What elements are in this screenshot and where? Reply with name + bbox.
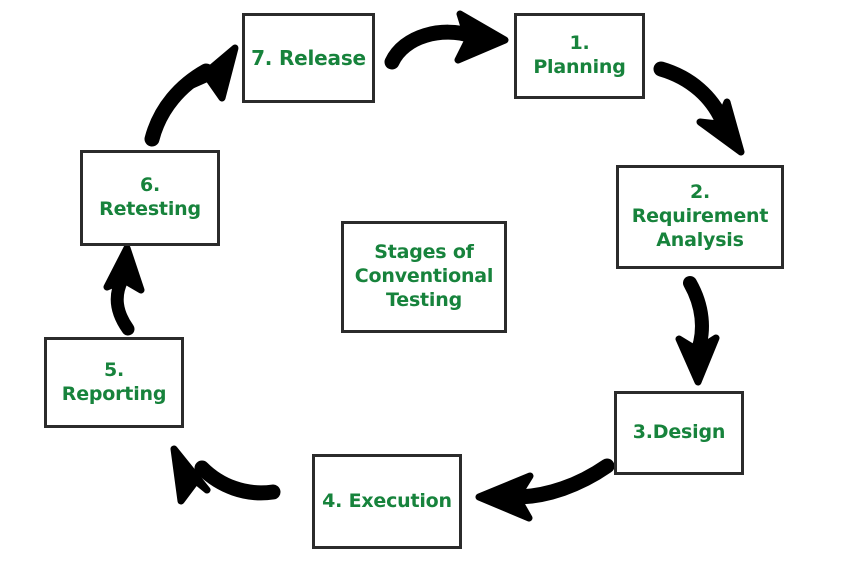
node-retesting-label: 6. Retesting [99, 174, 201, 220]
arrow-release-to-planning [384, 10, 509, 70]
arrow-retesting-to-release [144, 44, 239, 147]
arrow-planning-to-requirement [653, 61, 745, 156]
node-design[interactable]: 3.Design [614, 391, 744, 475]
node-requirement-analysis-label: 2. Requirement Analysis [631, 181, 769, 251]
arrow-execution-to-reporting [170, 445, 281, 505]
node-execution-label: 4. Execution [322, 489, 452, 512]
node-reporting[interactable]: 5. Reporting [44, 337, 184, 428]
node-retesting[interactable]: 6. Retesting [80, 150, 220, 246]
arrow-requirement-to-design [675, 276, 720, 386]
node-planning-label: 1. Planning [533, 32, 626, 78]
node-execution[interactable]: 4. Execution [312, 454, 462, 549]
node-release[interactable]: 7. Release [242, 13, 375, 103]
node-planning[interactable]: 1. Planning [514, 13, 645, 99]
arrow-reporting-to-retesting [103, 244, 145, 336]
diagram-center-title-label: Stages of Conventional Testing [354, 241, 494, 311]
node-design-label: 3.Design [632, 421, 726, 444]
node-reporting-label: 5. Reporting [61, 358, 167, 405]
node-release-label: 7. Release [251, 45, 366, 70]
diagram-center-title: Stages of Conventional Testing [341, 221, 507, 333]
arrow-design-to-execution [475, 458, 615, 522]
node-requirement-analysis[interactable]: 2. Requirement Analysis [616, 165, 784, 269]
